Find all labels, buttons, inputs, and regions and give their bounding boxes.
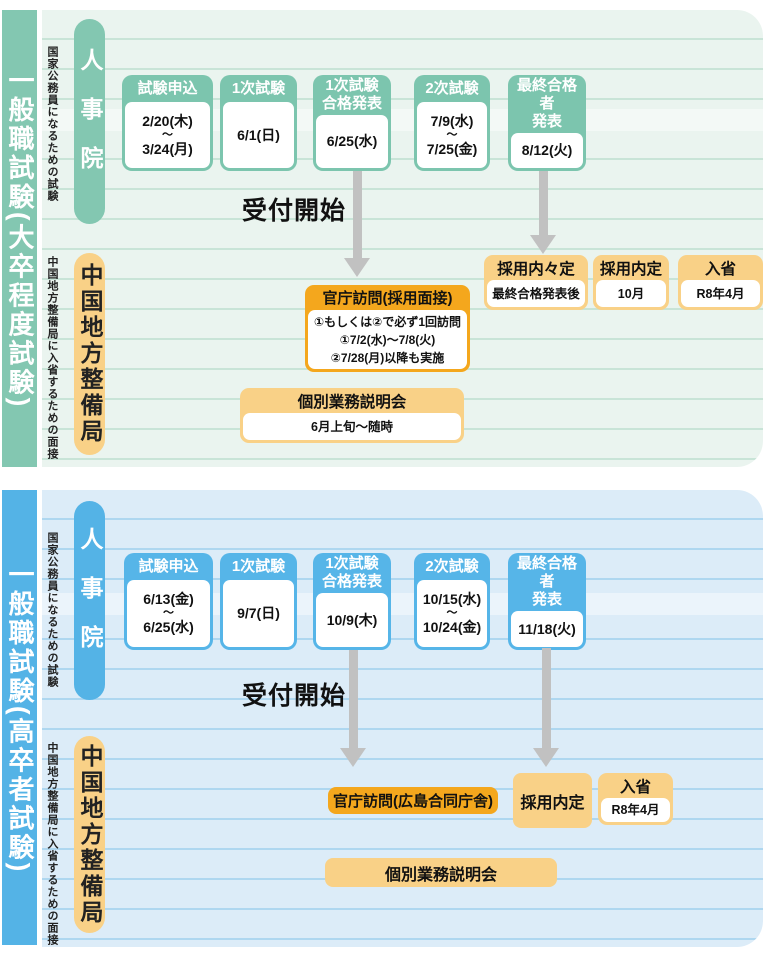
bureau-pill: 中国地方整備局 xyxy=(74,253,105,455)
section-daisotsu: 一般職試験(大卒程度試験) 国家公務員になるための試験 人事院 試験申込 2/2… xyxy=(0,10,766,467)
exam-step-title: 1次試験合格発表 xyxy=(321,77,382,112)
office-visit-box: 官庁訪問(広島合同庁舎) xyxy=(328,787,498,814)
entry-box: 入省 R8年4月 xyxy=(598,773,673,825)
authority-pill: 人事院 xyxy=(74,19,105,224)
exam-step-dates: 10/9(木) xyxy=(316,593,388,647)
bureau-note: 中国地方整備局に入省するための面接 xyxy=(46,742,58,946)
exam-step-title: 1次試験 xyxy=(231,79,286,97)
exam-step-box: 1次試験 6/1(日) xyxy=(220,75,297,171)
exam-step-box: 2次試験 7/9(水)〜7/25(金) xyxy=(414,75,490,171)
offer-box: 採用内定 xyxy=(513,773,592,828)
offer-timing: 10月 xyxy=(596,280,666,307)
briefing-box: 個別業務説明会 xyxy=(325,858,557,887)
informal-offer-box: 採用内々定 最終合格発表後 xyxy=(484,255,588,310)
exam-step-box: 最終合格者発表 8/12(火) xyxy=(508,75,586,171)
office-visit-title: 官庁訪問(採用面接) xyxy=(322,290,453,307)
exam-step-box: 1次試験合格発表 6/25(水) xyxy=(313,75,391,171)
exam-step-dates: 11/18(火) xyxy=(511,611,583,647)
exam-step-title: 1次試験 xyxy=(231,557,286,575)
exam-step-title: 最終合格者発表 xyxy=(516,77,577,130)
entry-timing: R8年4月 xyxy=(601,798,670,822)
briefing-box: 個別業務説明会 6月上旬〜随時 xyxy=(240,388,464,443)
exam-step-title: 2次試験 xyxy=(425,79,479,97)
exam-step-box: 試験申込 2/20(木)〜3/24(月) xyxy=(122,75,213,171)
office-visit-details: ①もしくは②で必ず1回訪問 ①7/2(水)〜7/8(火) ②7/28(月)以降も… xyxy=(308,310,467,369)
office-visit-box: 官庁訪問(採用面接) ①もしくは②で必ず1回訪問 ①7/2(水)〜7/8(火) … xyxy=(305,285,470,372)
exam-step-title: 試験申込 xyxy=(138,557,199,575)
informal-offer-timing: 最終合格発表後 xyxy=(487,280,585,307)
section-title-banner: 一般職試験(大卒程度試験) xyxy=(2,10,37,467)
exam-step-dates: 10/15(水)〜10/24(金) xyxy=(417,580,487,647)
exam-step-box: 1次試験 9/7(日) xyxy=(220,553,297,650)
offer-title: 採用内定 xyxy=(599,260,662,278)
bureau-pill: 中国地方整備局 xyxy=(74,736,105,933)
entry-box: 入省 R8年4月 xyxy=(678,255,763,310)
section-kousotsu: 一般職試験(高卒者試験) 国家公務員になるための試験 人事院 試験申込 6/13… xyxy=(0,490,766,947)
offer-box: 採用内定 10月 xyxy=(593,255,669,310)
informal-offer-title: 採用内々定 xyxy=(497,260,575,278)
exam-step-box: 最終合格者発表 11/18(火) xyxy=(508,553,586,650)
authority-note: 国家公務員になるための試験 xyxy=(46,46,58,202)
authority-note: 国家公務員になるための試験 xyxy=(46,532,58,688)
exam-step-box: 試験申込 6/13(金)〜6/25(水) xyxy=(124,553,213,650)
flow-arrow-down-icon xyxy=(530,171,556,254)
reception-start-label: 受付開始 xyxy=(242,682,347,710)
briefing-title: 個別業務説明会 xyxy=(297,393,407,411)
exam-step-dates: 8/12(火) xyxy=(511,133,583,168)
flow-arrow-down-icon xyxy=(340,650,366,767)
bureau-note: 中国地方整備局に入省するための面接 xyxy=(46,256,58,460)
exam-step-box: 1次試験合格発表 10/9(木) xyxy=(313,553,391,650)
exam-step-title: 2次試験 xyxy=(425,557,479,575)
section-title-banner: 一般職試験(高卒者試験) xyxy=(2,490,37,945)
exam-step-title: 1次試験合格発表 xyxy=(321,555,382,590)
flow-arrow-down-icon xyxy=(533,648,559,767)
entry-title: 入省 xyxy=(619,778,651,796)
entry-title: 入省 xyxy=(704,260,736,278)
authority-pill: 人事院 xyxy=(74,501,105,700)
briefing-timing: 6月上旬〜随時 xyxy=(243,413,461,440)
flow-arrow-down-icon xyxy=(344,171,370,277)
exam-step-dates: 7/9(水)〜7/25(金) xyxy=(417,102,487,168)
exam-step-dates: 2/20(木)〜3/24(月) xyxy=(125,102,210,168)
entry-timing: R8年4月 xyxy=(681,280,760,307)
exam-step-title: 試験申込 xyxy=(137,79,198,97)
exam-step-box: 2次試験 10/15(水)〜10/24(金) xyxy=(414,553,490,650)
exam-step-title: 最終合格者発表 xyxy=(516,555,577,608)
exam-step-dates: 6/25(水) xyxy=(316,115,388,168)
exam-step-dates: 6/1(日) xyxy=(223,102,294,168)
exam-step-dates: 6/13(金)〜6/25(水) xyxy=(127,580,210,647)
exam-step-dates: 9/7(日) xyxy=(223,580,294,647)
reception-start-label: 受付開始 xyxy=(242,197,347,225)
